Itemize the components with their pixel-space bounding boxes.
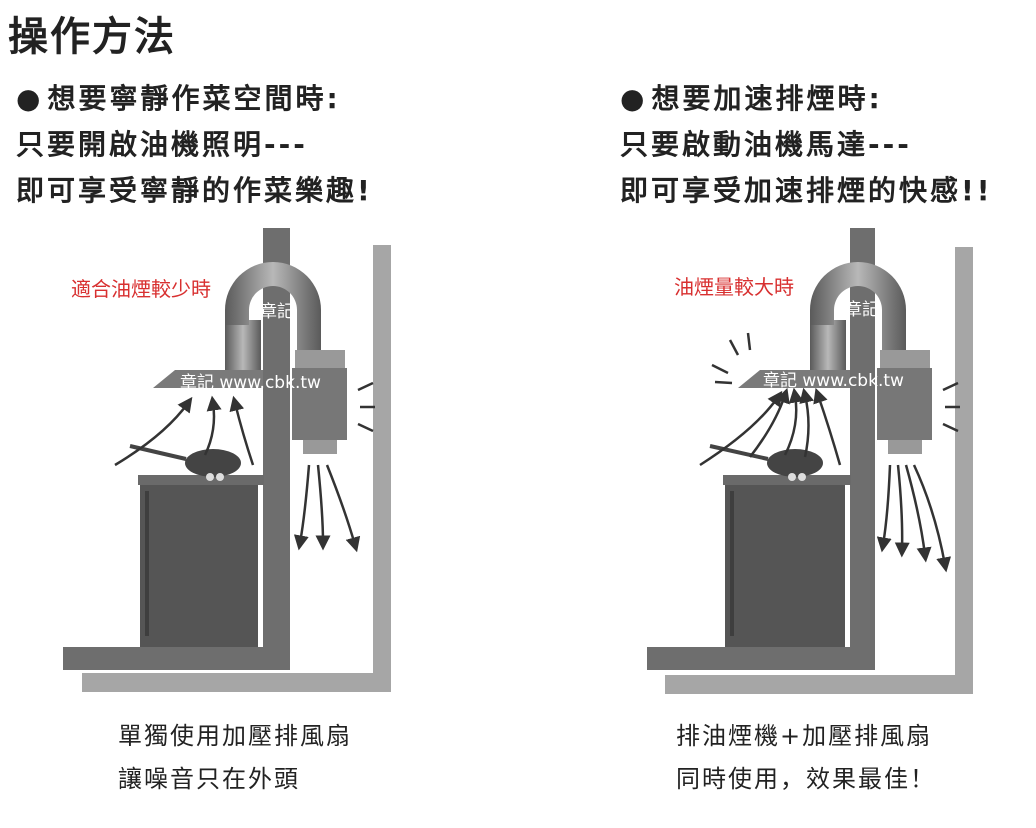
noise-marks [357,381,375,433]
noise-marks [942,381,960,433]
stove-cabinet [140,482,258,647]
outer-wall [373,245,391,692]
booster-fan [877,368,932,440]
stove-cabinet [725,482,845,647]
right-illustration [647,228,973,694]
watermark: 章記 [845,300,879,320]
right-heading: ●想要加速排煙時: 只要啟動油機馬達--- 即可享受加速排煙的快感!! [620,76,993,214]
burst-marks [711,332,752,385]
bullet-icon: ● [16,82,44,115]
range-hood [153,370,263,388]
smoke-condition-label: 適合油煙較少時 [71,277,211,301]
wok [767,449,823,477]
left-heading: ●想要寧靜作菜空間時: 只要開啟油機照明--- 即可享受寧靜的作菜樂趣! [16,76,373,214]
left-caption-line2: 讓噪音只在外頭 [118,765,300,793]
outer-floor [665,675,973,694]
wok [185,449,241,477]
range-hood [738,370,850,388]
left-heading-line1: ●想要寧靜作菜空間時: [16,82,341,115]
floor [647,647,875,670]
right-heading-line1: ●想要加速排煙時: [620,82,883,115]
bullet-icon: ● [620,82,648,115]
watermark: 章記 www.cbk.tw [180,373,321,393]
page-title: 操作方法 [8,14,176,60]
right-diagram: 油煙量較大時 章記 章記 www.cbk.tw [640,225,985,700]
floor [63,647,290,670]
left-caption-line1: 單獨使用加壓排風扇 [118,722,352,750]
right-heading-line2: 只要啟動油機馬達--- [620,128,912,161]
left-heading-line3: 即可享受寧靜的作菜樂趣! [16,174,373,207]
outer-floor [82,673,391,692]
right-caption: 排油煙機+加壓排風扇 同時使用，效果最佳！ [676,715,936,801]
left-illustration [63,228,391,692]
watermark: 章記 [260,302,294,322]
inner-wall [263,228,290,670]
right-caption-line1: 排油煙機+加壓排風扇 [676,722,933,750]
booster-fan [292,368,347,440]
inner-wall [850,228,875,670]
outer-wall [955,247,973,694]
left-caption: 單獨使用加壓排風扇 讓噪音只在外頭 [118,715,352,801]
left-heading-line2: 只要開啟油機照明--- [16,128,308,161]
left-diagram: 適合油煙較少時 章記 章記 www.cbk.tw [55,225,400,700]
right-caption-line2: 同時使用，效果最佳！ [676,765,936,793]
smoke-condition-label: 油煙量較大時 [674,275,794,299]
watermark: 章記 www.cbk.tw [763,371,904,391]
right-heading-line3: 即可享受加速排煙的快感!! [620,174,993,207]
